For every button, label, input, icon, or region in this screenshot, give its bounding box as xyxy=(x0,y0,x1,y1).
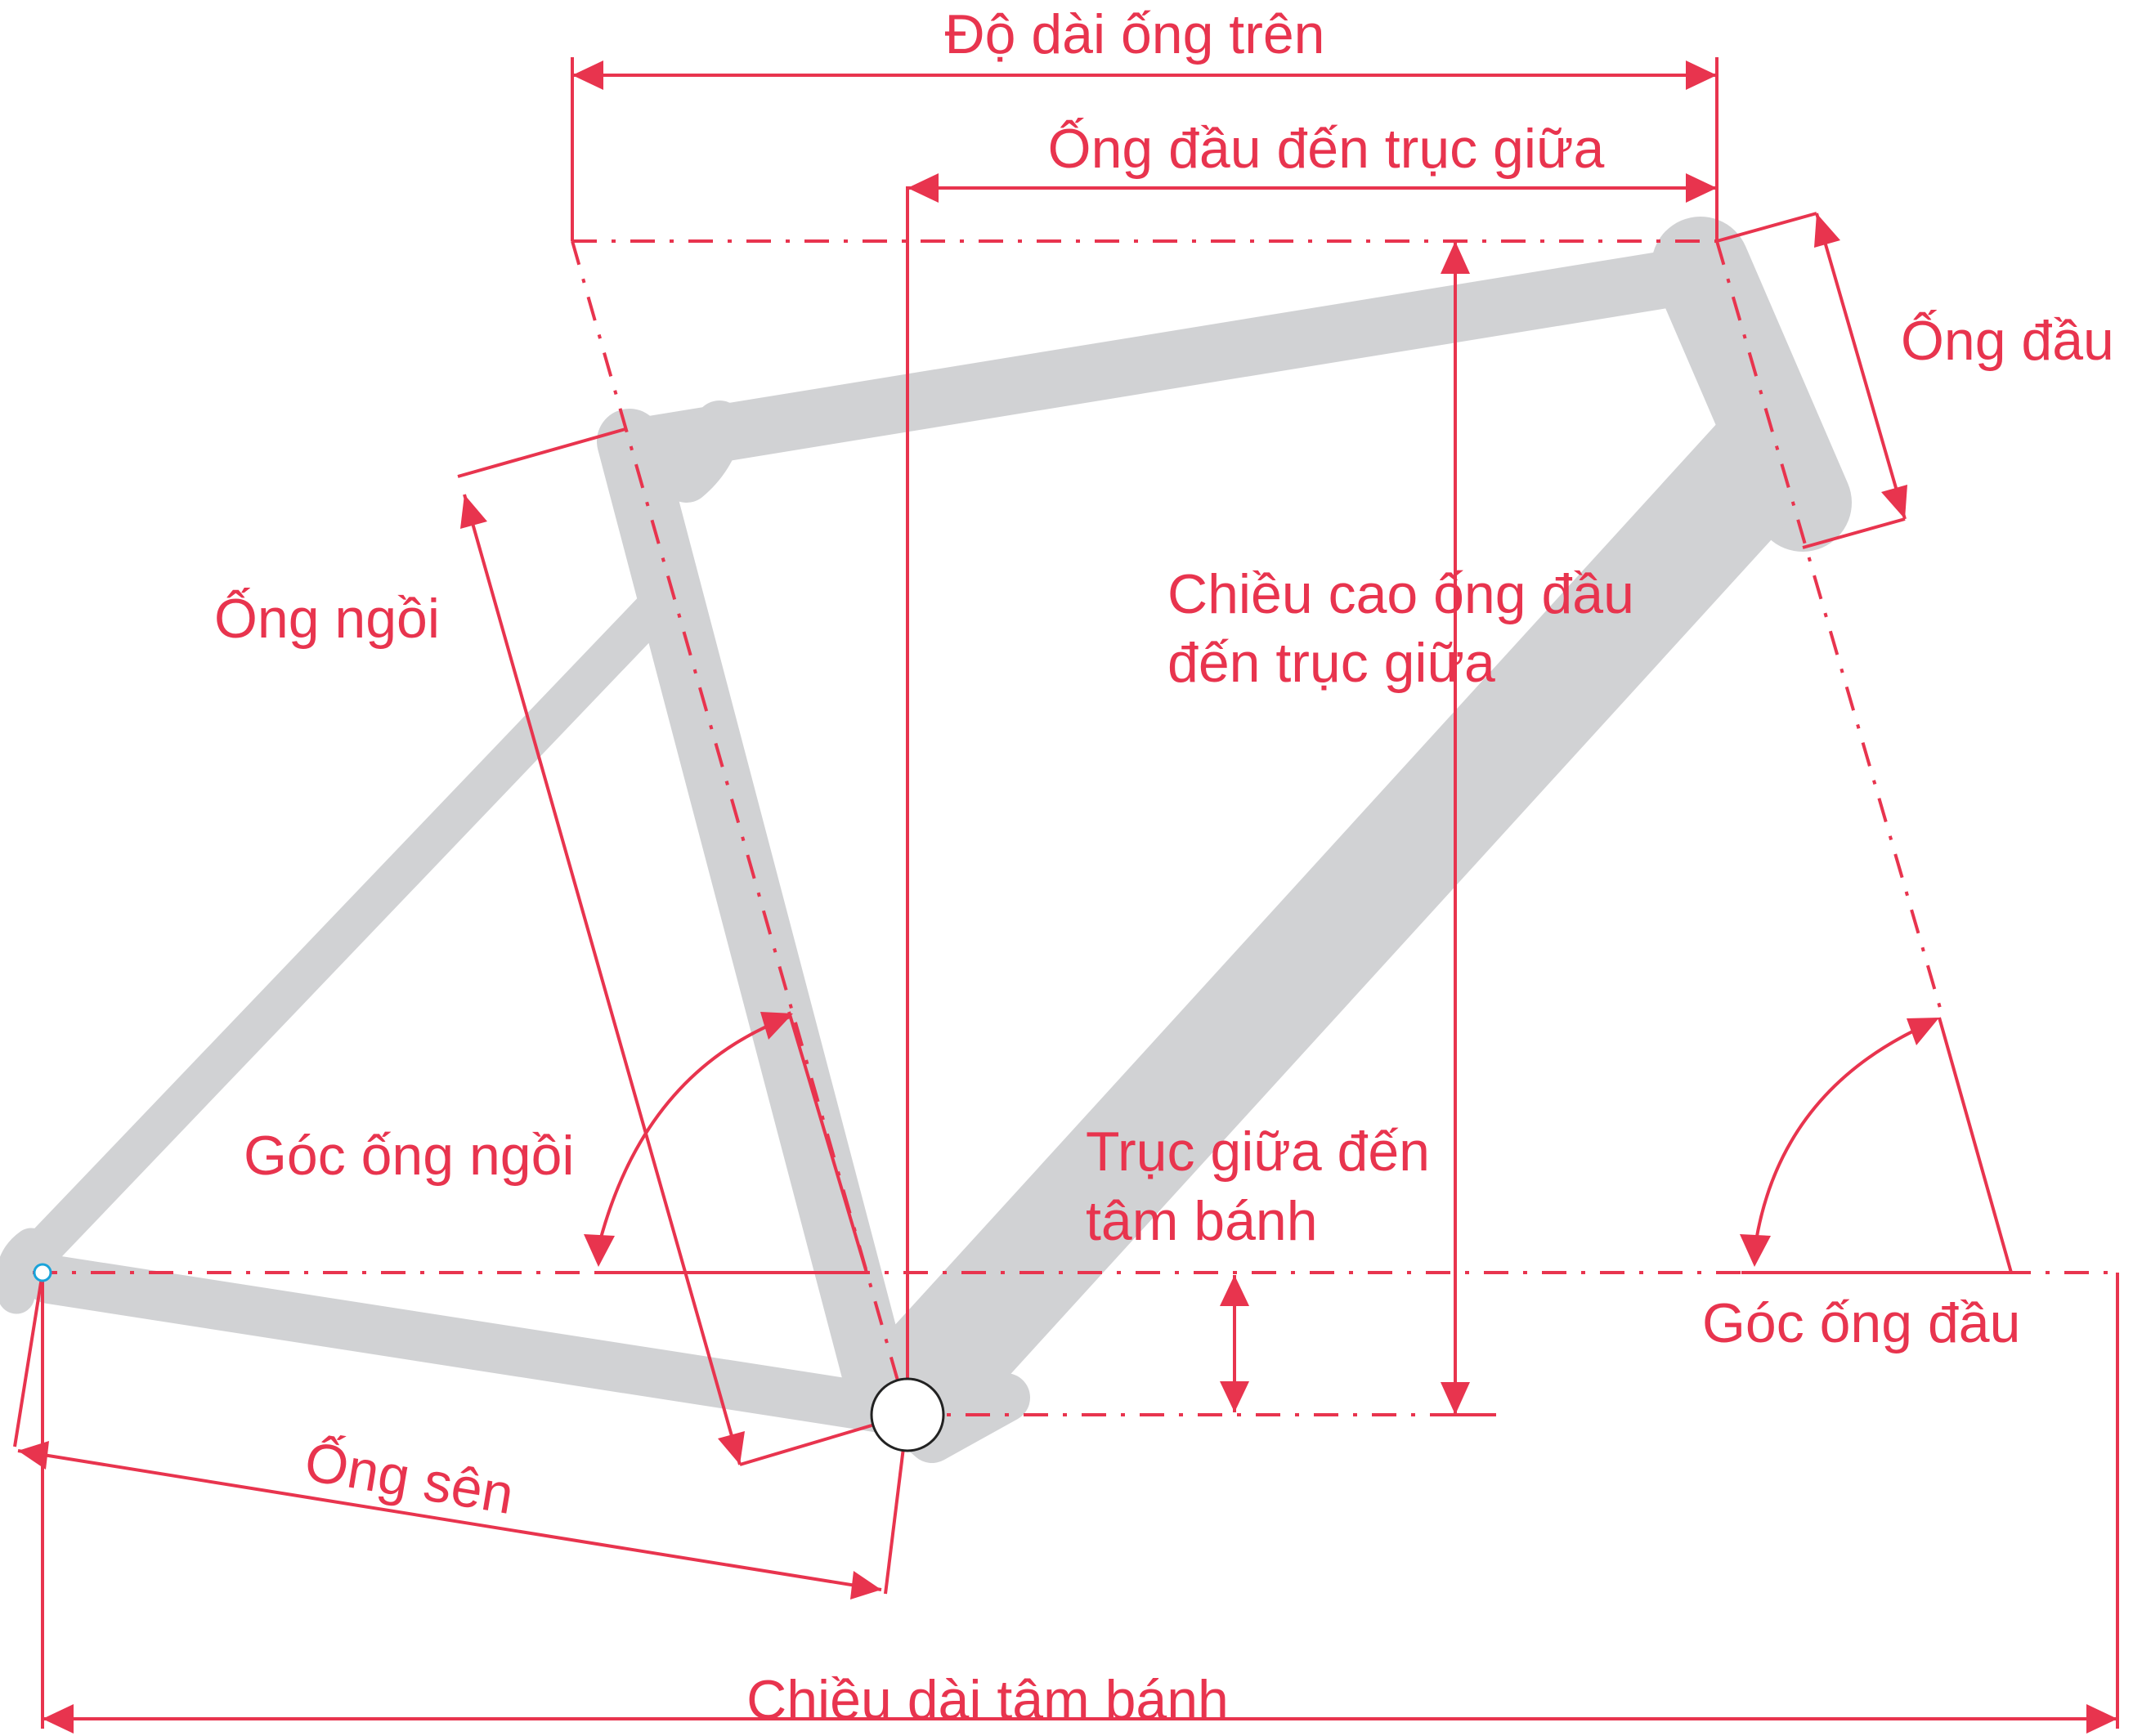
label-stack-line1: Chiều cao ống đầu xyxy=(1167,563,1634,625)
label-seat-angle: Góc ống ngồi xyxy=(244,1125,575,1187)
label-stack-line2: đến trục giữa xyxy=(1167,632,1495,694)
head-tube-axis xyxy=(1715,240,1943,1014)
head-angle-leg xyxy=(1938,1017,2013,1273)
frame-top-tube xyxy=(617,245,1729,474)
seat-angle-leg xyxy=(787,1011,868,1273)
seat-tube-arrow-top xyxy=(460,494,487,529)
label-seat-tube: Ống ngồi xyxy=(214,587,440,650)
seat-tube-ext-top xyxy=(457,427,626,478)
chainstay-arrow-right xyxy=(850,1571,881,1600)
frame-down-tube xyxy=(864,398,1826,1441)
wheelbase-arrow-right xyxy=(2086,1704,2117,1734)
dimension-lines xyxy=(13,57,2119,1729)
seat-tube-arrow-bottom xyxy=(718,1431,745,1465)
top-tube-arrow-left xyxy=(572,60,603,90)
head-angle-arrow-top xyxy=(1907,1018,1939,1045)
head-angle-arc xyxy=(1754,1020,1934,1242)
label-head-tube: Ống đầu xyxy=(1901,309,2114,372)
chainstay-ext-left xyxy=(13,1272,44,1447)
frame-seat-tube xyxy=(597,409,912,1422)
label-chainstay: Ống sên xyxy=(301,1430,518,1526)
seat-angle-arrow-top xyxy=(760,1012,793,1040)
frame-top-tube-taper xyxy=(662,400,744,503)
labels: Độ dài ống trên Ống đầu đến trục giữa Ốn… xyxy=(214,3,2114,1731)
head-angle-arrow-bottom xyxy=(1740,1234,1771,1267)
label-wheelbase: Chiều dài tâm bánh xyxy=(746,1669,1229,1731)
rear-axle-marker xyxy=(33,1263,52,1282)
frame-seat-stay xyxy=(13,585,678,1278)
stack-arrow-top xyxy=(1441,241,1470,274)
bb-drop-arrow-bottom xyxy=(1220,1381,1249,1412)
head-tube-arrow-bottom xyxy=(1881,485,1907,519)
chainstay-arrow-left xyxy=(18,1441,49,1470)
chainstay-dim xyxy=(17,1449,882,1591)
bike-frame xyxy=(0,217,1852,1463)
frame-dropout xyxy=(0,1228,50,1314)
reach-arrow-right xyxy=(1686,173,1717,203)
wheelbase-arrow-left xyxy=(43,1704,74,1734)
head-tube-ext-bottom xyxy=(1802,517,1906,549)
top-tube-arrow-right xyxy=(1686,60,1717,90)
seat-angle-arrow-bottom xyxy=(584,1234,615,1267)
bottom-bracket-circle xyxy=(870,1377,945,1452)
reach-arrow-left xyxy=(907,173,939,203)
head-tube-ext-top xyxy=(1716,212,1817,243)
stack-arrow-bottom xyxy=(1441,1382,1470,1415)
head-tube-arrow-top xyxy=(1814,213,1840,248)
seat-angle-arc xyxy=(598,1015,791,1242)
label-bb-drop-line2: tâm bánh xyxy=(1086,1190,1318,1252)
label-reach: Ống đầu đến trục giữa xyxy=(1048,117,1605,180)
label-bb-drop-line1: Trục giữa đến xyxy=(1086,1121,1430,1183)
bb-drop-arrow-top xyxy=(1220,1275,1249,1306)
label-top-tube-length: Độ dài ống trên xyxy=(945,3,1325,65)
head-tube-dim xyxy=(1815,213,1907,520)
seat-tube-dim xyxy=(463,494,742,1465)
reference-lines xyxy=(33,239,2117,1416)
label-head-angle: Góc ống đầu xyxy=(1702,1292,2020,1354)
frame-chain-stay xyxy=(25,1255,916,1434)
arrow-heads xyxy=(18,60,2117,1734)
